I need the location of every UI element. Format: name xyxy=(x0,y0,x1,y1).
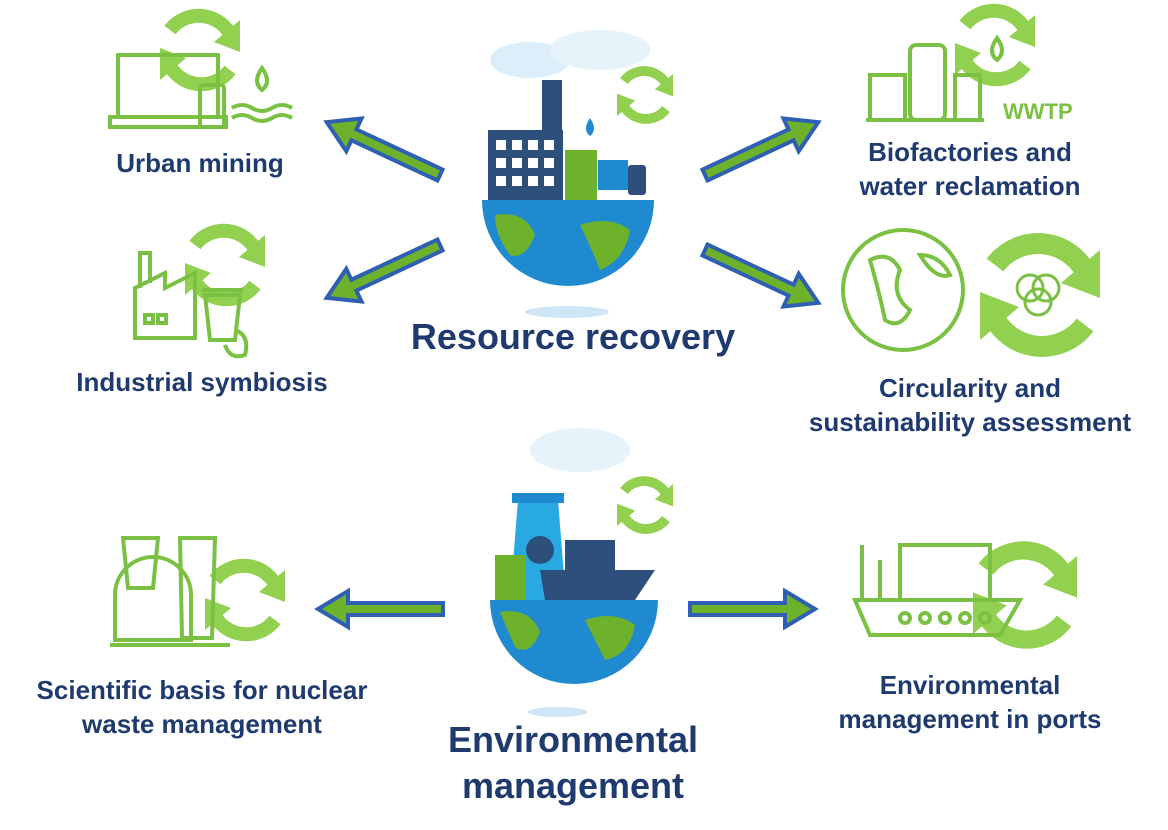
biofactories-wwtp-icon xyxy=(866,11,1035,122)
label-line: Circularity and xyxy=(878,373,1062,403)
nuclear-plant-icon xyxy=(110,536,285,647)
circularity-label: Circularity and sustainability assessment xyxy=(809,371,1131,439)
label-line: Industrial symbiosis xyxy=(76,367,328,397)
circularity-globe-icon xyxy=(841,228,965,352)
arrow-to-biofactories xyxy=(695,103,828,194)
ports-label: Environmental management in ports xyxy=(839,668,1102,736)
industrial-symbiosis-icon xyxy=(133,231,265,359)
wwtp-label: WWTP xyxy=(1003,99,1073,124)
resource-recovery-title: Resource recovery xyxy=(410,316,736,357)
biofactories-label: Biofactories and water reclamation xyxy=(859,135,1080,203)
environmental-management-globe-icon xyxy=(490,428,673,717)
industrial-symbiosis-label: Industrial symbiosis xyxy=(76,365,327,399)
label-line: management in ports xyxy=(838,704,1102,734)
arrow-to-circularity xyxy=(695,231,828,322)
urban-mining-icon xyxy=(108,16,294,129)
arrow-to-nuclear xyxy=(316,589,445,629)
arrow-to-industrial-symbiosis xyxy=(317,226,450,317)
label-line: Scientific basis for nuclear xyxy=(36,675,368,705)
label-line: Environmental xyxy=(879,670,1061,700)
title-line: management xyxy=(461,765,685,806)
circularity-cycle-icon xyxy=(980,244,1100,347)
arrow-to-urban-mining xyxy=(317,103,450,194)
label-line: sustainability assessment xyxy=(808,407,1132,437)
environmental-management-title: Environmental management xyxy=(448,717,698,809)
label-line: waste management xyxy=(82,709,322,739)
nuclear-waste-label: Scientific basis for nuclear waste manage… xyxy=(37,673,368,741)
urban-mining-label: Urban mining xyxy=(116,146,284,180)
ports-ship-icon xyxy=(851,545,1077,640)
title-line: Environmental xyxy=(447,719,699,760)
label-line: Biofactories and xyxy=(868,137,1072,167)
label-line: Urban mining xyxy=(116,148,284,178)
label-line: water reclamation xyxy=(859,171,1081,201)
resource-recovery-globe-icon xyxy=(482,30,673,318)
arrow-to-ports xyxy=(688,589,817,629)
